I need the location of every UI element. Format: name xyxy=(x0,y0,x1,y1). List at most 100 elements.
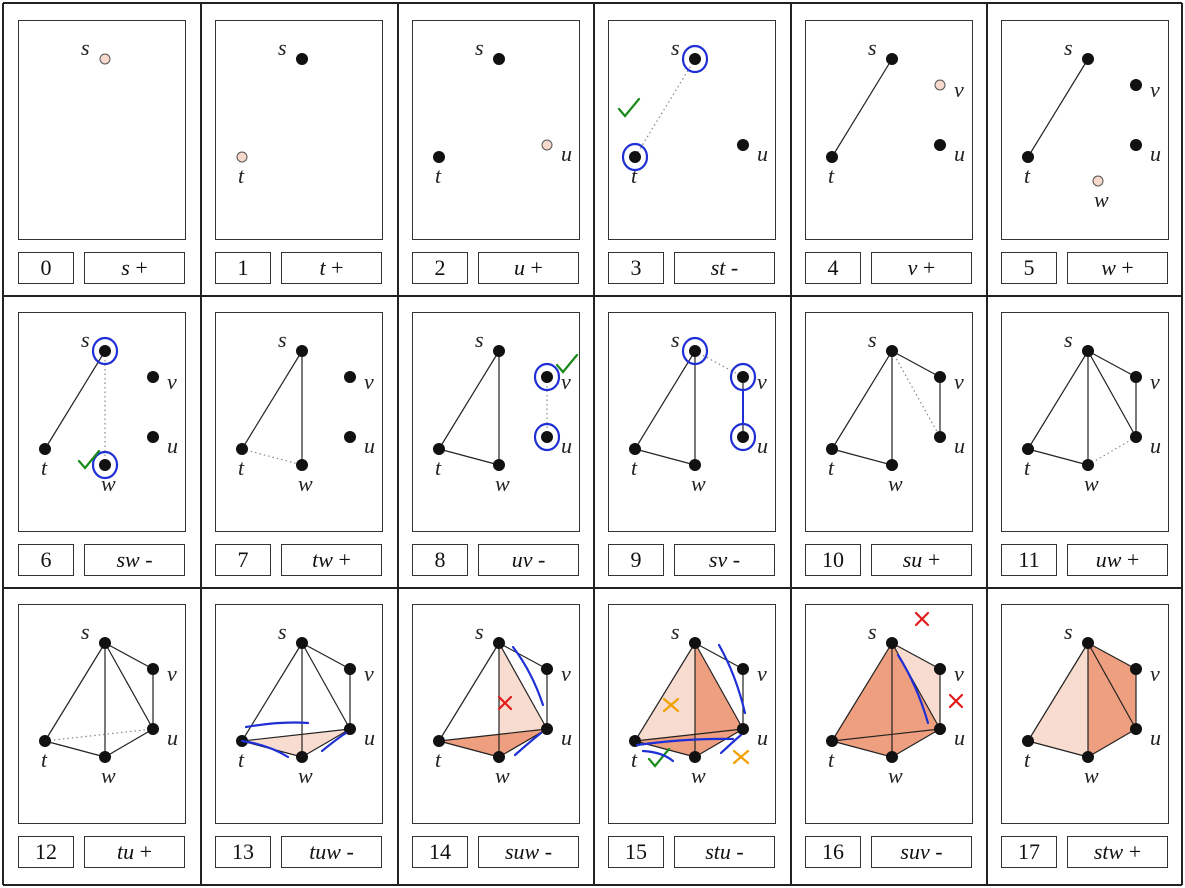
vertex-t xyxy=(629,735,641,747)
simplex-name: tuw xyxy=(309,839,341,864)
step-simplex-op: tuw - xyxy=(281,836,382,868)
vertex-s xyxy=(886,53,898,65)
vertex-label-t: t xyxy=(1024,747,1031,772)
vertex-t xyxy=(1022,443,1034,455)
vertex-v xyxy=(1130,79,1142,91)
vertex-label-u: u xyxy=(757,433,768,458)
edge-st xyxy=(438,350,500,450)
annotation-stroke xyxy=(719,733,743,755)
vertex-label-w: w xyxy=(1084,763,1099,788)
complex-drawing: st xyxy=(236,35,308,188)
vertex-u xyxy=(1130,723,1142,735)
vertex-u xyxy=(934,431,946,443)
simplex-sign: - xyxy=(539,839,553,864)
vertex-s xyxy=(689,637,701,649)
step-index: 16 xyxy=(805,836,861,868)
vertex-u xyxy=(934,723,946,735)
vertex-label-u: u xyxy=(757,141,768,166)
complex-panel xyxy=(1001,604,1169,824)
step-simplex-op: suw - xyxy=(478,836,579,868)
vertex-label-s: s xyxy=(868,619,877,644)
vertex-label-v: v xyxy=(1150,77,1160,102)
annotation-stroke xyxy=(320,731,348,753)
vertex-v xyxy=(737,663,749,675)
vertex-u xyxy=(737,139,749,151)
step-index: 15 xyxy=(608,836,664,868)
step-index: 2 xyxy=(412,252,468,284)
vertex-v xyxy=(541,371,553,383)
annotation-stroke xyxy=(244,721,310,729)
vertex-label-v: v xyxy=(1150,661,1160,686)
face-tuw xyxy=(242,729,350,757)
edge-st xyxy=(634,642,696,742)
face-stw xyxy=(1028,643,1088,757)
face-tuw xyxy=(635,729,743,757)
vertex-u xyxy=(344,431,356,443)
vertex-label-s: s xyxy=(278,35,287,60)
vertex-u xyxy=(541,723,553,735)
vertex-t xyxy=(826,443,838,455)
vertex-label-u: u xyxy=(561,433,572,458)
annotation-stroke xyxy=(717,643,747,715)
vertex-w xyxy=(296,459,308,471)
step-index: 13 xyxy=(215,836,271,868)
step-simplex-op: u + xyxy=(478,252,579,284)
complex-panel xyxy=(608,20,776,240)
pending-edge-su xyxy=(891,350,941,438)
vertex-v xyxy=(344,371,356,383)
edge-st xyxy=(438,642,500,742)
edge-sv xyxy=(694,642,744,670)
face-suw xyxy=(695,643,743,757)
vertex-label-t: t xyxy=(828,747,835,772)
edge-sv xyxy=(1087,642,1137,670)
vertex-label-u: u xyxy=(561,141,572,166)
step-index: 0 xyxy=(18,252,74,284)
cross-mark-icon xyxy=(914,611,930,627)
vertex-label-v: v xyxy=(757,661,767,686)
step-simplex-op: s + xyxy=(84,252,185,284)
simplex-sign: + xyxy=(325,255,344,280)
simplex-name: suv xyxy=(900,839,930,864)
vertex-v xyxy=(1130,663,1142,675)
vertex-v xyxy=(147,371,159,383)
vertex-label-s: s xyxy=(475,35,484,60)
complex-panel xyxy=(1001,312,1169,532)
edge-sv xyxy=(891,350,941,378)
face-tuw xyxy=(832,729,940,757)
simplex-name: uv xyxy=(511,547,533,572)
vertex-label-t: t xyxy=(238,163,245,188)
vertex-s xyxy=(689,345,701,357)
simplex-sign: - xyxy=(929,839,943,864)
vertex-label-s: s xyxy=(671,619,680,644)
simplex-name: stw xyxy=(1093,839,1124,864)
vertex-label-u: u xyxy=(1150,725,1161,750)
complex-panel xyxy=(18,604,186,824)
vertex-w xyxy=(1092,175,1104,187)
edge-st xyxy=(1027,350,1089,450)
vertex-label-v: v xyxy=(167,369,177,394)
vertex-t xyxy=(826,735,838,747)
annotation-circle xyxy=(533,362,561,392)
annotation-circle xyxy=(621,142,649,172)
vertex-label-u: u xyxy=(364,725,375,750)
edge-su xyxy=(1087,642,1137,730)
vertex-label-t: t xyxy=(828,455,835,480)
annotation-stroke xyxy=(513,731,543,757)
vertex-w xyxy=(1082,459,1094,471)
step-index: 7 xyxy=(215,544,271,576)
simplex-sign: + xyxy=(1115,255,1134,280)
vertex-label-u: u xyxy=(561,725,572,750)
step-index: 6 xyxy=(18,544,74,576)
vertex-w xyxy=(99,751,111,763)
vertex-t xyxy=(39,735,51,747)
vertex-label-s: s xyxy=(868,35,877,60)
